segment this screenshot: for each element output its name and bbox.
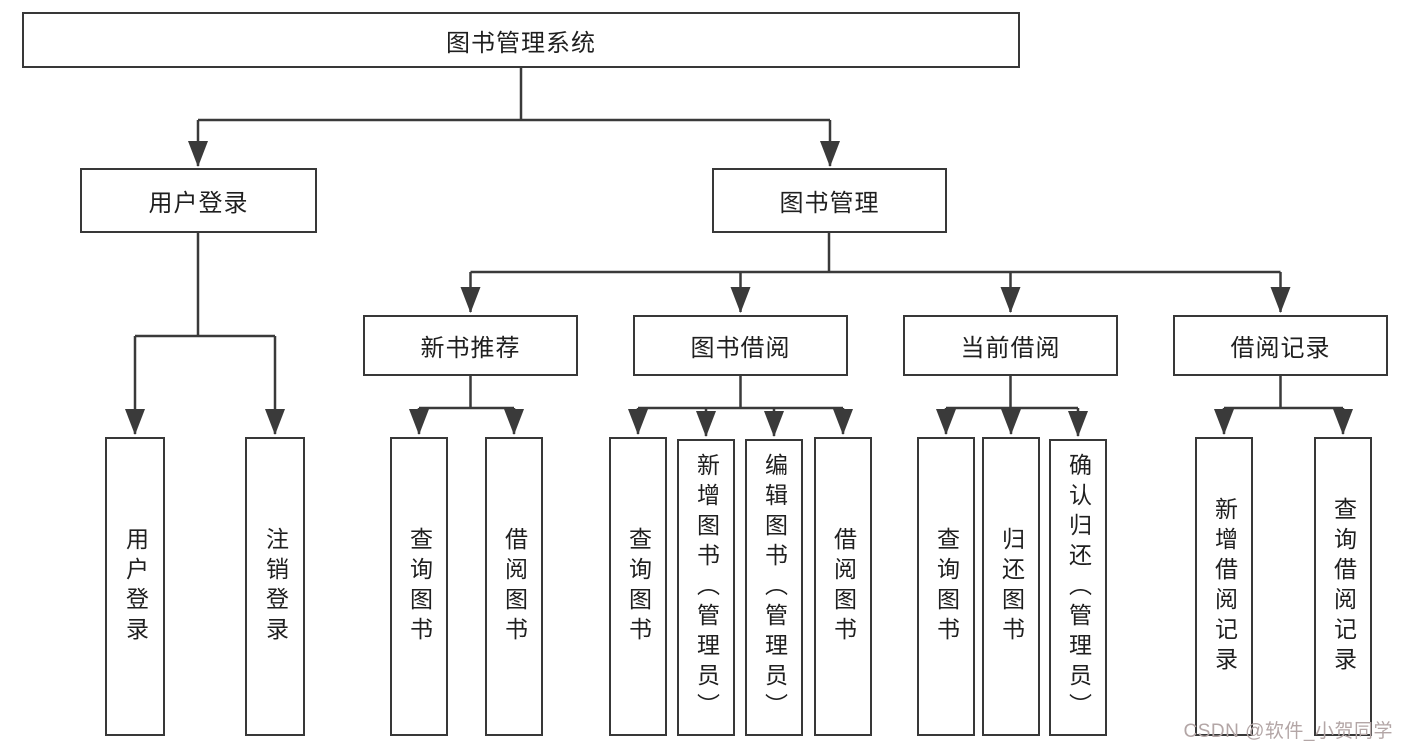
node-records-add-record: 新增借阅记录 — [1195, 437, 1253, 736]
node-borrow-query-books: 查询图书 — [609, 437, 667, 736]
node-records-query-record-label: 查询借阅记录 — [1330, 496, 1357, 677]
node-login-label: 用户登录 — [122, 526, 149, 647]
node-login: 用户登录 — [105, 437, 165, 736]
node-root-label: 图书管理系统 — [446, 29, 596, 57]
connector-root-trunk — [198, 68, 830, 122]
node-current-query-books-label: 查询图书 — [933, 526, 960, 647]
node-book-borrow: 图书借阅 — [633, 315, 848, 376]
connector-user-login-trunk — [135, 233, 275, 338]
node-user-login-label: 用户登录 — [148, 190, 249, 217]
node-book-mgmt: 图书管理 — [712, 168, 947, 233]
node-book-mgmt-label: 图书管理 — [779, 190, 880, 217]
node-new-book-recommend: 新书推荐 — [363, 315, 578, 376]
node-recommend-query-books-label: 查询图书 — [406, 526, 433, 647]
node-borrow-edit-books-admin-label: 编辑图书（管理员） — [761, 452, 788, 723]
node-borrow-add-books-admin-label: 新增图书（管理员） — [693, 452, 720, 723]
node-current-confirm-return-admin: 确认归还（管理员） — [1049, 439, 1107, 736]
node-user-login: 用户登录 — [80, 168, 317, 233]
node-current-return-books: 归还图书 — [982, 437, 1040, 736]
node-current-return-books-label: 归还图书 — [998, 526, 1025, 647]
node-borrow-edit-books-admin: 编辑图书（管理员） — [745, 439, 803, 736]
node-logout: 注销登录 — [245, 437, 305, 736]
node-records-query-record: 查询借阅记录 — [1314, 437, 1372, 736]
connector-borrow-trunk — [638, 376, 843, 410]
node-new-book-recommend-label: 新书推荐 — [420, 335, 521, 362]
connector-book-mgmt-trunk — [470, 233, 1281, 274]
watermark: CSDN @软件_小贺同学 — [1183, 721, 1393, 742]
node-recommend-query-books: 查询图书 — [390, 437, 448, 736]
node-book-borrow-label: 图书借阅 — [690, 335, 791, 362]
node-borrow-records-label: 借阅记录 — [1230, 335, 1331, 362]
node-current-borrow-label: 当前借阅 — [960, 335, 1061, 362]
node-borrow-borrow-books-label: 借阅图书 — [830, 526, 857, 647]
node-current-confirm-return-admin-label: 确认归还（管理员） — [1065, 452, 1092, 723]
node-records-add-record-label: 新增借阅记录 — [1211, 496, 1238, 677]
connector-current-trunk — [946, 376, 1078, 410]
node-borrow-query-books-label: 查询图书 — [625, 526, 652, 647]
node-borrow-add-books-admin: 新增图书（管理员） — [677, 439, 735, 736]
node-current-query-books: 查询图书 — [917, 437, 975, 736]
node-recommend-borrow-books: 借阅图书 — [485, 437, 543, 736]
node-borrow-borrow-books: 借阅图书 — [814, 437, 872, 736]
node-logout-label: 注销登录 — [262, 526, 289, 647]
connector-records-trunk — [1224, 376, 1343, 410]
connector-recommend-trunk — [419, 376, 514, 410]
node-current-borrow: 当前借阅 — [903, 315, 1118, 376]
node-recommend-borrow-books-label: 借阅图书 — [501, 526, 528, 647]
node-root: 图书管理系统 — [22, 12, 1020, 68]
node-borrow-records: 借阅记录 — [1173, 315, 1388, 376]
